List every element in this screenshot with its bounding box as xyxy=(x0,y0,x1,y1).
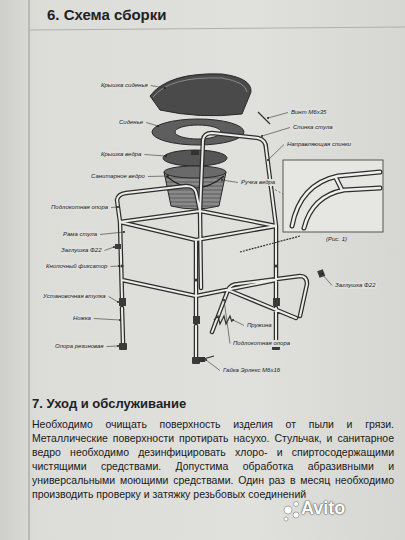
leader-line xyxy=(107,346,118,348)
leader-line xyxy=(110,266,119,268)
leader-line xyxy=(105,247,115,251)
part-label: Направляющая спинки xyxy=(286,141,352,148)
section-title: 6. Схема сборки xyxy=(47,6,167,23)
leader-line xyxy=(151,86,165,89)
part-label: Пружина xyxy=(246,322,273,329)
body-text: Необходимо очищать поверхность изделия о… xyxy=(32,417,394,501)
part-label: Санитарное ведро xyxy=(90,173,146,180)
leader-dot xyxy=(117,301,119,303)
leader-dot xyxy=(221,179,223,181)
part-label: Заглушка Ф22 xyxy=(60,247,103,254)
leader-dot xyxy=(165,155,167,157)
leader-line xyxy=(148,176,168,178)
leader-line xyxy=(144,155,166,157)
leader-line xyxy=(109,297,118,303)
part-label: Крышка сиденья xyxy=(100,82,149,89)
leader-dot xyxy=(164,87,166,89)
leader-dot xyxy=(267,117,269,119)
section-title: 7. Уход и обслуживание xyxy=(32,396,186,411)
leader-dot xyxy=(223,299,225,301)
leader-dot xyxy=(321,273,323,275)
leader-dot xyxy=(113,246,115,248)
leader-dot xyxy=(117,345,119,347)
part-label: Подлокотная опора xyxy=(50,204,109,211)
part-label: Ручка ведра xyxy=(240,179,276,186)
part-label: Установочная втулка xyxy=(42,293,107,300)
leader-line xyxy=(111,207,118,209)
leader-dot xyxy=(232,319,234,321)
part-label: Подлокотная опора xyxy=(232,340,291,347)
part-label: Крышка ведра xyxy=(100,151,142,158)
leader-dot xyxy=(117,206,119,208)
leader-dot xyxy=(261,135,263,137)
part-label: Спинка стула xyxy=(292,124,334,131)
leader-line xyxy=(222,180,238,183)
part-label: Опора резиновая xyxy=(54,343,105,350)
leader-line xyxy=(268,113,288,119)
leader-dot xyxy=(119,319,121,321)
leader-dot xyxy=(118,265,120,267)
leader-dot xyxy=(205,359,207,361)
leader-line xyxy=(206,360,220,371)
leader-line xyxy=(100,232,124,235)
leader-dot xyxy=(157,125,159,127)
part-label: Ножка xyxy=(72,315,92,322)
part-label: Винт М6х35 xyxy=(290,109,327,116)
leader-line xyxy=(262,128,290,137)
leader-line xyxy=(146,123,158,127)
leader-line xyxy=(94,319,120,321)
part-label: Заглушка Ф22 xyxy=(334,282,377,289)
watermark: Avito xyxy=(301,498,345,519)
part-label: Рама стула xyxy=(62,231,98,238)
leader-line xyxy=(268,145,284,161)
part-label: Кнопочный фиксатор xyxy=(45,263,108,270)
leader-dot xyxy=(167,175,169,177)
leader-dot xyxy=(267,159,269,161)
part-label: Сиденье xyxy=(118,119,144,126)
figure-ref: (Рис. 1) xyxy=(326,236,347,243)
leader-line xyxy=(322,274,332,286)
part-label: Гайка Эрлекс М6х16 xyxy=(222,367,281,374)
leader-dot xyxy=(123,231,125,233)
leader-line xyxy=(224,300,230,344)
leader-line xyxy=(233,320,244,326)
